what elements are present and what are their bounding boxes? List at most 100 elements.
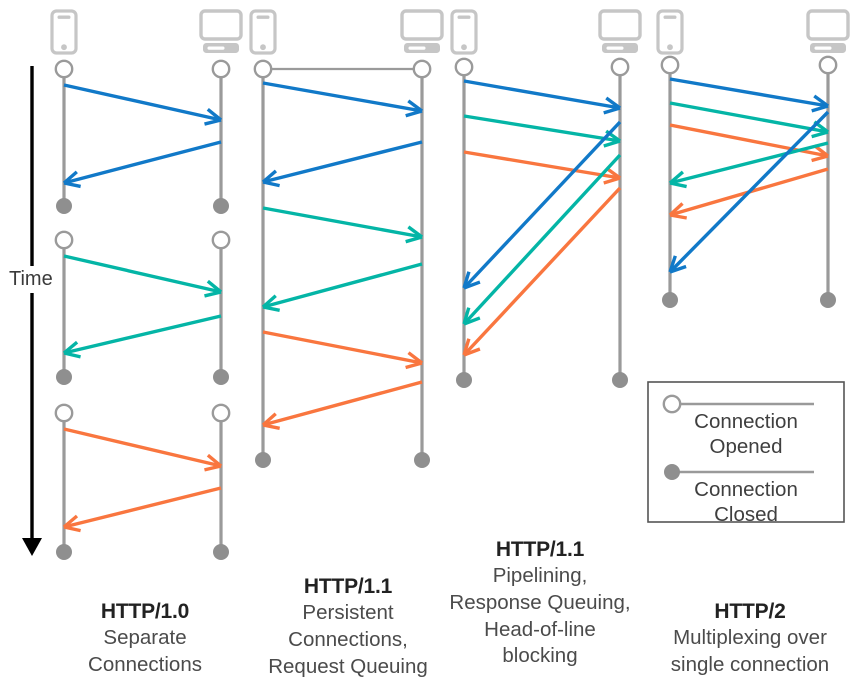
connection-closed-node-server xyxy=(213,544,229,560)
message-http11-pipelining-response-orange-5-head-1 xyxy=(463,347,481,357)
message-http11-persistent-request-blue-0 xyxy=(262,81,424,118)
message-http11-persistent-request-blue-0-shaft xyxy=(262,81,423,113)
connection-opened-node-server xyxy=(211,403,231,423)
connection-opened-node-server xyxy=(211,230,231,250)
message-http2-request-blue-0-head-1 xyxy=(813,94,830,108)
message-http2-response-blue-5-head-0 xyxy=(668,255,677,273)
caption-subtitle-http11-pipelining-2: Head-of-line xyxy=(484,617,596,641)
device-icons-layer xyxy=(50,9,850,55)
connection-opened-node-client xyxy=(253,59,273,79)
caption-subtitle-http2-1: single connection xyxy=(670,652,830,676)
connection-opened-node-client xyxy=(54,403,74,423)
caption-title-http11-persistent: HTTP/1.1 xyxy=(303,575,393,598)
connection-closed-node-server xyxy=(820,292,836,308)
legend-label-line1-0: Connection xyxy=(694,410,798,433)
caption-title-http2: HTTP/2 xyxy=(714,600,786,623)
legend-label-line1-1: Connection xyxy=(694,478,798,501)
message-http11-persistent-response-blue-1-head-1 xyxy=(262,180,280,188)
caption-title-http10: HTTP/1.0 xyxy=(100,600,190,623)
message-http10-request-orange-4-head-0 xyxy=(204,464,222,472)
message-http11-pipelining-request-teal-1-head-0 xyxy=(603,139,621,148)
mobile-phone-icon xyxy=(450,9,478,55)
desktop-computer-icon xyxy=(806,9,850,55)
connection-closed-node-client xyxy=(662,292,678,308)
message-http11-persistent-request-teal-2-shaft xyxy=(262,206,423,239)
message-http11-persistent-response-blue-1-head-0 xyxy=(261,169,278,184)
message-http11-pipelining-request-teal-1 xyxy=(463,114,621,148)
connection-closed-node-client xyxy=(456,372,472,388)
message-http10-request-blue-0 xyxy=(63,83,223,126)
connection-opened-node-server xyxy=(211,59,231,79)
connection-closed-node-server xyxy=(213,198,229,214)
caption-subtitle-http11-persistent-2: Request Queuing xyxy=(268,654,428,678)
message-http11-pipelining-response-teal-4-shaft xyxy=(462,153,622,326)
message-http10-response-teal-3 xyxy=(62,314,222,359)
connection-closed-node-client xyxy=(56,369,72,385)
message-http10-response-blue-1-head-0 xyxy=(62,170,78,185)
legend-layer xyxy=(647,381,845,523)
message-http2-response-blue-5-head-1 xyxy=(669,264,687,274)
message-http11-persistent-request-teal-2-head-0 xyxy=(405,235,423,244)
message-http2-request-orange-2-head-0 xyxy=(811,154,829,163)
connection-closed-node-client xyxy=(56,544,72,560)
connection-opened-node-client xyxy=(660,55,680,75)
message-http11-persistent-response-orange-5-head-1 xyxy=(262,423,281,430)
message-http11-pipelining-request-blue-0-shaft xyxy=(463,79,621,110)
message-http2-request-orange-2-shaft xyxy=(669,123,829,158)
message-http11-persistent-response-blue-1 xyxy=(261,140,423,188)
caption-subtitle-http2-0: Multiplexing over xyxy=(673,626,827,650)
caption-subtitle-http10-0: Separate xyxy=(103,626,187,650)
message-http11-pipelining-response-teal-4 xyxy=(462,153,622,326)
message-http10-request-orange-4 xyxy=(63,427,223,472)
message-http11-pipelining-request-orange-2-shaft xyxy=(463,150,621,180)
message-http11-pipelining-request-blue-0 xyxy=(463,79,622,115)
caption-subtitle-http11-pipelining-0: Pipelining, xyxy=(492,564,588,588)
message-http2-response-teal-3-shaft xyxy=(669,141,829,185)
message-http11-pipelining-response-blue-3-shaft xyxy=(462,120,622,290)
message-http11-persistent-response-teal-3-head-0 xyxy=(261,294,277,309)
connection-opened-node-server xyxy=(610,57,630,77)
message-http2-response-orange-4-head-0 xyxy=(668,202,684,217)
messages-layer xyxy=(62,77,830,533)
message-http11-pipelining-response-teal-4-head-0 xyxy=(462,307,471,325)
connection-opened-node-server xyxy=(818,55,838,75)
message-http10-response-orange-5-head-0 xyxy=(62,514,79,529)
mobile-phone-icon xyxy=(249,9,277,55)
connection-closed-node-client xyxy=(56,198,72,214)
message-http2-request-teal-1 xyxy=(669,101,830,139)
message-http10-request-orange-4-shaft xyxy=(63,427,222,468)
message-http2-response-blue-5-shaft xyxy=(668,110,830,274)
connection-closed-node-server xyxy=(213,369,229,385)
message-http10-response-orange-5-shaft xyxy=(63,486,222,529)
message-http10-request-blue-0-head-1 xyxy=(206,107,223,122)
message-http11-persistent-request-orange-4 xyxy=(262,330,424,370)
connection-closed-node-server xyxy=(414,452,430,468)
message-http11-persistent-response-teal-3 xyxy=(261,262,423,312)
message-http11-pipelining-request-teal-1-shaft xyxy=(463,114,621,143)
desktop-computer-icon xyxy=(598,9,642,55)
message-http11-persistent-request-orange-4-shaft xyxy=(262,330,423,365)
caption-subtitle-http11-persistent-0: Persistent xyxy=(302,601,394,625)
message-http2-response-blue-5 xyxy=(668,110,830,274)
caption-subtitle-http10-1: Connections xyxy=(88,652,202,676)
legend-filled-circle-icon xyxy=(664,464,680,480)
message-http11-pipelining-response-blue-3 xyxy=(462,120,622,290)
message-http11-persistent-request-teal-2-head-1 xyxy=(407,225,424,239)
message-http10-request-blue-0-head-0 xyxy=(204,118,222,126)
message-http11-persistent-response-orange-5 xyxy=(261,380,423,430)
message-http10-response-teal-3-head-0 xyxy=(62,340,79,355)
message-http2-response-orange-4-head-1 xyxy=(669,213,688,220)
time-axis-arrowhead xyxy=(22,538,42,556)
message-http10-request-blue-0-shaft xyxy=(63,83,222,122)
message-http2-response-teal-3 xyxy=(668,141,829,189)
message-http10-response-blue-1-head-1 xyxy=(63,181,81,189)
message-http11-pipelining-request-blue-0-head-1 xyxy=(605,96,622,110)
message-http11-persistent-response-orange-5-shaft xyxy=(262,380,423,427)
connection-opened-node-client xyxy=(54,230,74,250)
message-http11-persistent-request-blue-0-head-0 xyxy=(405,109,423,118)
message-http11-pipelining-response-blue-3-head-0 xyxy=(462,271,471,289)
message-http10-response-orange-5 xyxy=(62,486,222,533)
